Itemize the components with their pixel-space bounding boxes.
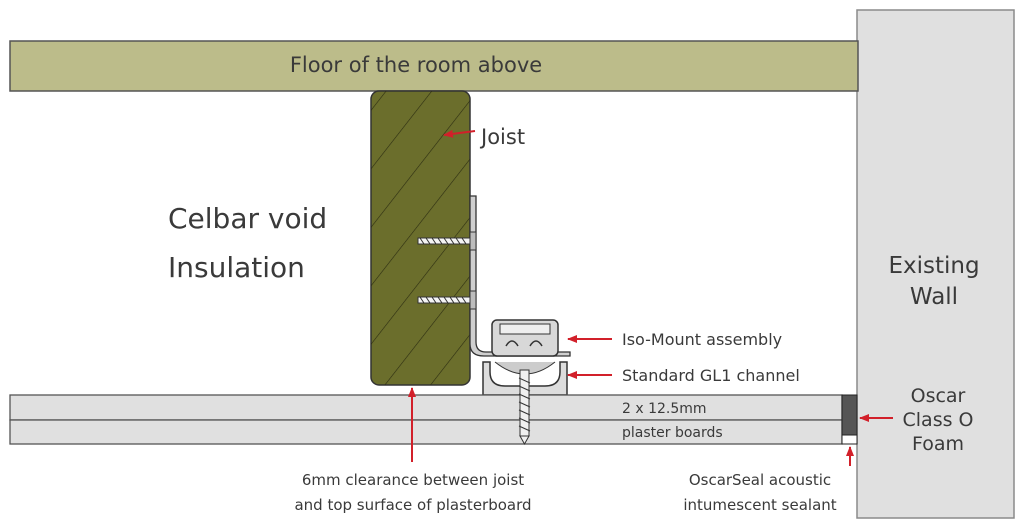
oscar-foam-strip: [841, 394, 858, 436]
bracket-screw: [417, 231, 477, 251]
foam-label-line1: Oscar: [911, 385, 966, 407]
plasterboard-upper: [9, 394, 843, 421]
isomount-label: Iso-Mount assembly: [622, 330, 782, 349]
clearance-label-line2: and top surface of plasterboard: [294, 496, 531, 514]
sealant-label-line1: OscarSeal acoustic: [689, 471, 831, 489]
clearance-label-line1: 6mm clearance between joist: [302, 471, 524, 489]
insulation-label-line2: Insulation: [168, 251, 305, 284]
foam-label-line3: Foam: [912, 433, 964, 455]
iso-mount-bracket: [469, 195, 571, 357]
bracket-screw: [417, 290, 477, 310]
wall-label-line1: Existing: [888, 253, 979, 279]
sealant-label-line2: intumescent sealant: [683, 496, 836, 514]
plasterboard-lower: [9, 419, 843, 445]
oscarseal-sealant: [841, 434, 858, 445]
floor-label: Floor of the room above: [290, 53, 542, 77]
floor-slab: [9, 40, 859, 92]
wall-label-line2: Wall: [910, 284, 958, 310]
gl1-channel: [482, 361, 568, 396]
fixing-screw: [518, 369, 531, 446]
joist-arrow: [443, 129, 476, 138]
insulation-label-line1: Celbar void: [168, 202, 327, 235]
plasterboard-label-line2: plaster boards: [622, 425, 723, 441]
iso-mount-assembly: [491, 319, 559, 357]
gl1-label: Standard GL1 channel: [622, 366, 800, 385]
plasterboard-label-line1: 2 x 12.5mm: [622, 401, 707, 417]
joist-label: Joist: [479, 125, 525, 149]
foam-label-line2: Class O: [903, 409, 974, 431]
existing-wall: [856, 9, 1015, 519]
